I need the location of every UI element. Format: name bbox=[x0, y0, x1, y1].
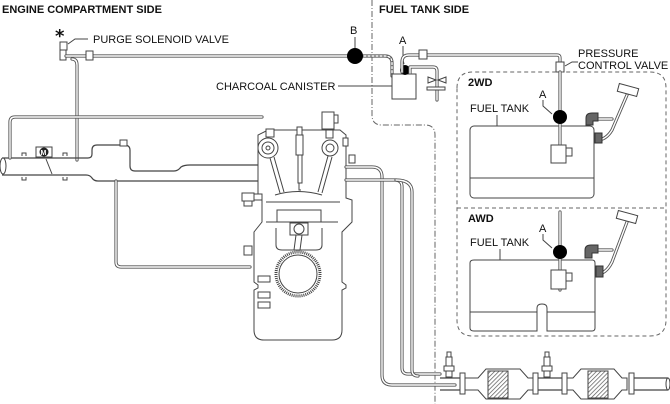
rollover-valve-2wd-port bbox=[565, 147, 573, 157]
rollover-valve-2wd bbox=[550, 144, 567, 164]
point-a-canister-label: A bbox=[399, 35, 407, 47]
catalytic-converter-1 bbox=[487, 370, 509, 399]
variant-box-outline bbox=[456, 71, 667, 337]
filler-cap-awd bbox=[615, 209, 639, 225]
filler-hose-2wd bbox=[594, 132, 603, 144]
canister-vent-filter bbox=[426, 76, 447, 91]
fuel-tank-awd-label: FUEL TANK bbox=[470, 237, 530, 249]
canister-line-connector bbox=[418, 49, 428, 60]
rollover-valve-awd bbox=[550, 269, 567, 290]
filler-hose-awd bbox=[595, 265, 604, 278]
point-a-awd-label: A bbox=[539, 223, 547, 235]
variant-awd: AWD FUEL TANK A bbox=[468, 209, 639, 332]
purge-solenoid-valve bbox=[59, 41, 68, 61]
engine bbox=[241, 111, 356, 341]
purge-solenoid-valve-label: PURGE SOLENOID VALVE bbox=[93, 34, 229, 46]
throttle-motor: M bbox=[35, 146, 53, 175]
pressure-control-valve-label-2: CONTROL VALVE bbox=[578, 60, 668, 72]
purge-line-connector bbox=[85, 50, 94, 61]
fuel-tank-2wd-label: FUEL TANK bbox=[470, 103, 530, 115]
engine-compartment-side-title: ENGINE COMPARTMENT SIDE bbox=[2, 4, 162, 16]
fuel-tank-awd bbox=[469, 259, 596, 332]
point-a-2wd-leader bbox=[542, 100, 553, 115]
pressure-control-valve-label-1: PRESSURE bbox=[578, 48, 639, 60]
point-a-awd-marker bbox=[553, 245, 567, 259]
point-b-label: B bbox=[350, 25, 357, 37]
fuel-tank-side-title: FUEL TANK SIDE bbox=[379, 4, 469, 16]
filler-elbow-awd bbox=[584, 244, 599, 259]
variant-2wd-title: 2WD bbox=[468, 77, 493, 89]
point-a-2wd-marker bbox=[553, 110, 567, 124]
oxygen-sensor-2 bbox=[541, 351, 553, 378]
rollover-valve-awd-port bbox=[565, 272, 573, 282]
point-b-marker bbox=[347, 48, 363, 64]
oxygen-sensor-1 bbox=[443, 351, 455, 378]
fuel-tank-2wd bbox=[469, 125, 595, 199]
motor-symbol: M bbox=[41, 150, 47, 157]
point-a-awd-leader bbox=[542, 234, 553, 249]
pressure-control-valve-leader bbox=[564, 61, 578, 67]
filler-cap-2wd bbox=[616, 82, 640, 98]
charcoal-canister-label: CHARCOAL CANISTER bbox=[216, 81, 335, 93]
exhaust-system bbox=[440, 351, 670, 400]
purge-valve-leader bbox=[67, 38, 88, 45]
variant-awd-title: AWD bbox=[468, 213, 494, 225]
catalytic-converter-2 bbox=[587, 370, 609, 399]
intake-manifold bbox=[0, 139, 262, 182]
variant-2wd: 2WD FUEL TANK 2WD A bbox=[468, 70, 640, 199]
filler-elbow-2wd bbox=[585, 112, 599, 126]
point-a-2wd-label-text: A bbox=[539, 89, 547, 101]
asterisk-mark: * bbox=[55, 26, 65, 47]
charcoal-canister bbox=[391, 73, 417, 100]
